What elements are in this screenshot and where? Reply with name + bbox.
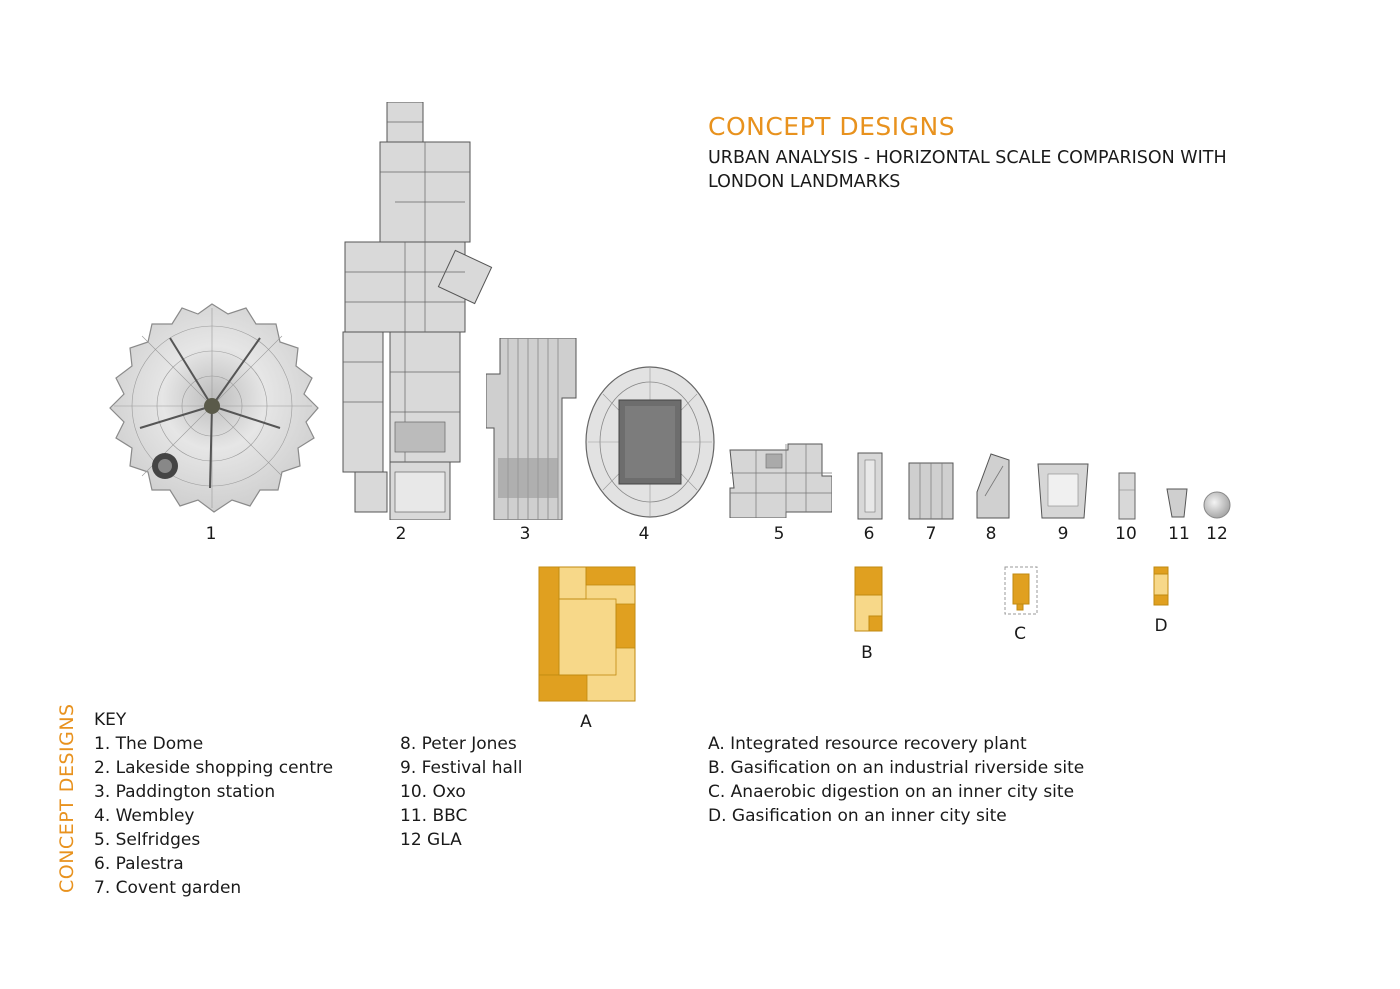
landmark-number-3: 3 [519,524,531,544]
key-item: 1. The Dome [94,734,204,754]
page-title: CONCEPT DESIGNS [708,112,956,141]
plant-a-label: A [580,712,592,732]
plant-c-footprint [1004,566,1038,615]
plant-b-footprint [854,566,883,632]
key-item: 11. BBC [400,806,468,826]
key-item: 2. Lakeside shopping centre [94,758,334,778]
landmark-number-12: 12 [1206,524,1228,544]
key-item: 5. Selfridges [94,830,201,850]
paddington-plan-image [486,338,577,520]
bbc-plan-image [1166,488,1188,518]
peter-jones-plan-image [976,453,1010,519]
key-item: 10. Oxo [400,782,466,802]
key-item: A. Integrated resource recovery plant [708,734,1027,754]
key-item: B. Gasification on an industrial riversi… [708,758,1085,778]
key-heading: KEY [94,710,127,730]
covent-garden-plan-image [908,462,954,520]
dome-plan-image [109,303,319,513]
key-item: 8. Peter Jones [400,734,517,754]
wembley-plan-image [585,366,715,518]
key-item: D. Gasification on an inner city site [708,806,1007,826]
lakeside-plan-image [342,102,493,520]
key-item: C. Anaerobic digestion on an inner city … [708,782,1075,802]
selfridges-plan-image [729,443,832,518]
key-column-1: KEY 1. The Dome 2. Lakeside shopping cen… [94,708,333,900]
key-item: 7. Covent garden [94,878,242,898]
key-item: 3. Paddington station [94,782,276,802]
landmark-number-9: 9 [1057,524,1069,544]
palestra-plan-image [857,452,883,520]
plant-d-footprint [1153,566,1169,606]
oxo-plan-image [1118,472,1136,520]
plant-c-label: C [1014,624,1026,644]
key-item: 6. Palestra [94,854,184,874]
landmark-number-7: 7 [925,524,937,544]
landmark-number-4: 4 [638,524,650,544]
festival-hall-plan-image [1037,463,1089,519]
gla-plan-image [1203,491,1231,519]
landmark-number-5: 5 [773,524,785,544]
landmark-number-1: 1 [205,524,217,544]
key-column-2: 8. Peter Jones 9. Festival hall 10. Oxo … [400,732,522,852]
landmark-number-10: 10 [1115,524,1137,544]
subtitle-line-2: LONDON LANDMARKS [708,172,901,192]
key-item: 9. Festival hall [400,758,523,778]
key-item: 12 GLA [400,830,462,850]
plant-a-footprint [538,566,636,702]
subtitle-line-1: URBAN ANALYSIS - HORIZONTAL SCALE COMPAR… [708,148,1227,168]
key-column-3: A. Integrated resource recovery plant B.… [708,732,1084,828]
plant-d-label: D [1154,616,1168,636]
landmark-number-11: 11 [1168,524,1190,544]
landmark-number-8: 8 [985,524,997,544]
key-item: 4. Wembley [94,806,195,826]
side-title: CONCEPT DESIGNS [56,703,78,893]
landmark-number-2: 2 [395,524,407,544]
page-subtitle: URBAN ANALYSIS - HORIZONTAL SCALE COMPAR… [708,146,1288,194]
landmark-number-6: 6 [863,524,875,544]
plant-b-label: B [861,643,873,663]
